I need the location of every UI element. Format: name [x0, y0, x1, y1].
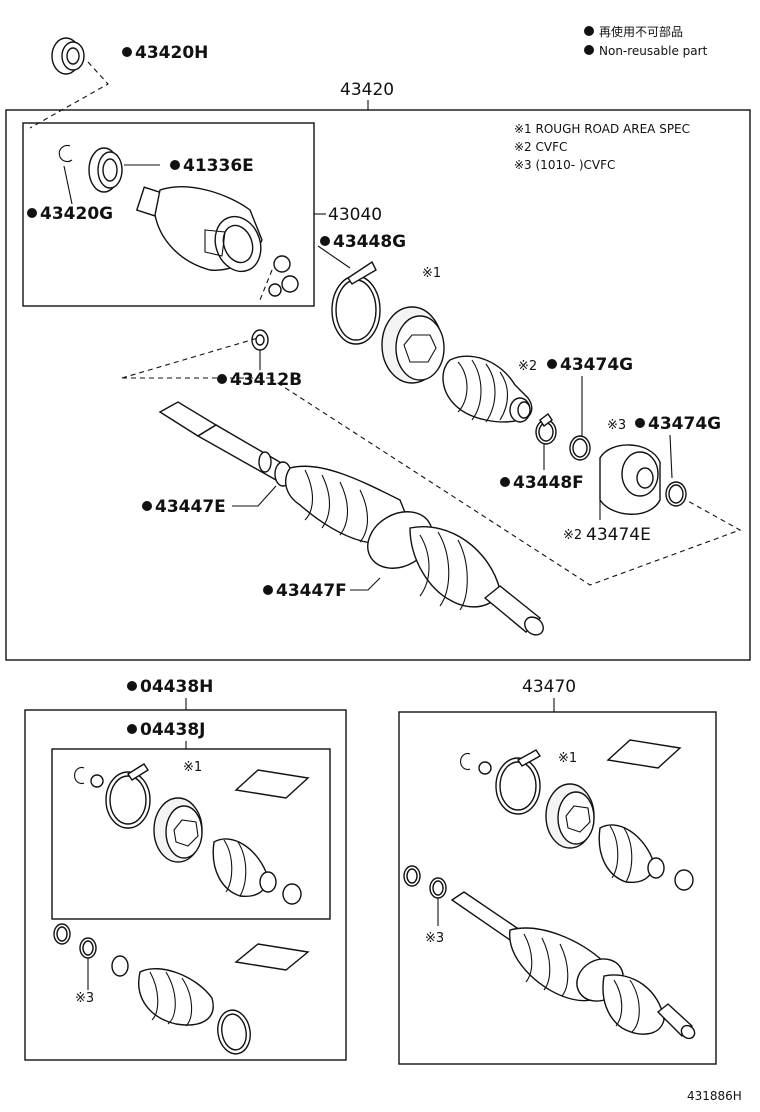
part-label-43448G: 43448G: [333, 232, 406, 252]
assembly-label-43420: 43420: [340, 80, 394, 100]
part-label-43474G-b: 43474G: [648, 414, 721, 434]
part-label-41336E: 41336E: [183, 156, 254, 176]
marker-1: ※1: [422, 266, 441, 281]
leader-line: [232, 485, 277, 507]
note-1: ※1 ROUGH ROAD AREA SPEC: [514, 122, 690, 136]
part-label-43474E: 43474E: [586, 525, 651, 545]
non-reusable-dot-icon: [170, 160, 180, 170]
seal-43420H-drawing: [51, 37, 85, 75]
dashed-leader: [29, 61, 109, 129]
clamp-43474G-small-drawing: [665, 481, 687, 507]
non-reusable-dot-icon: [122, 47, 132, 57]
legend: 再使用不可部品 Non-reusable part: [584, 24, 708, 58]
non-reusable-dot-icon: [547, 359, 557, 369]
non-reusable-dot-icon: [500, 477, 510, 487]
non-reusable-dot-icon: [217, 374, 227, 384]
clamp-43448F-drawing: [535, 412, 557, 445]
legend-jp: 再使用不可部品: [599, 24, 683, 39]
part-label-43420G: 43420G: [40, 204, 113, 224]
kit-04438J-frame: [51, 748, 331, 920]
kit-04438J-parts-drawing: [74, 763, 310, 905]
clamp-43474G-drawing: [569, 435, 591, 461]
clamp-43448G-drawing: [331, 260, 381, 345]
part-label-43474G-a: 43474G: [560, 355, 633, 375]
leader-line: [669, 434, 673, 479]
part-label-43447E: 43447E: [155, 497, 226, 517]
leader-line: [350, 577, 381, 591]
kit-04438H-parts-drawing: [53, 923, 310, 1055]
legend-en: Non-reusable part: [599, 44, 708, 58]
note-3: ※3 (1010- )CVFC: [514, 158, 615, 172]
assembly-43470-parts-drawing: [403, 739, 696, 1040]
non-reusable-dot-icon: [584, 26, 594, 36]
part-label-04438J: 04438J: [140, 720, 205, 740]
marker-3-43470: ※3: [425, 931, 444, 946]
dashed-group-outline: [121, 337, 742, 586]
marker-3-kit: ※3: [75, 991, 94, 1006]
leader-line: [317, 245, 351, 269]
non-reusable-dot-icon: [584, 45, 594, 55]
tripod-housing-drawing: [135, 186, 263, 273]
non-reusable-dot-icon: [263, 585, 273, 595]
part-label-43412B: 43412B: [230, 370, 302, 390]
marker-1-43470: ※1: [558, 751, 577, 766]
non-reusable-dot-icon: [142, 501, 152, 511]
non-reusable-dot-icon: [635, 418, 645, 428]
washer-hole: [255, 334, 265, 346]
note-2: ※2 CVFC: [514, 140, 567, 154]
marker-1-kit: ※1: [183, 760, 202, 775]
outer-boot-drawing: [442, 355, 533, 423]
tripod-spider-drawing: [259, 255, 299, 301]
assembly-43420-frame: [5, 109, 751, 661]
marker-2b: ※2: [563, 528, 582, 543]
assembly-label-43470: 43470: [522, 677, 576, 697]
snap-ring-drawing: [58, 144, 73, 163]
assembly-43470-frame: [398, 711, 717, 1065]
marker-2: ※2: [518, 359, 537, 374]
figure-id: 431886H: [687, 1089, 742, 1103]
drive-shaft-drawing: [158, 401, 544, 636]
non-reusable-dot-icon: [127, 681, 137, 691]
part-label-43448F: 43448F: [513, 473, 584, 493]
marker-3: ※3: [607, 418, 626, 433]
assembly-label-43040: 43040: [328, 205, 382, 225]
part-label-43447F: 43447F: [276, 581, 347, 601]
damper-43474E-drawing: [599, 444, 661, 515]
seal-41336E-drawing: [88, 147, 123, 193]
non-reusable-dot-icon: [27, 208, 37, 218]
kit-04438H-frame: [24, 709, 347, 1061]
non-reusable-dot-icon: [320, 236, 330, 246]
non-reusable-dot-icon: [127, 724, 137, 734]
leader-line: [63, 165, 73, 205]
part-label-04438H: 04438H: [140, 677, 213, 697]
part-label-43420H: 43420H: [135, 43, 208, 63]
damper-drawing: [381, 306, 445, 384]
